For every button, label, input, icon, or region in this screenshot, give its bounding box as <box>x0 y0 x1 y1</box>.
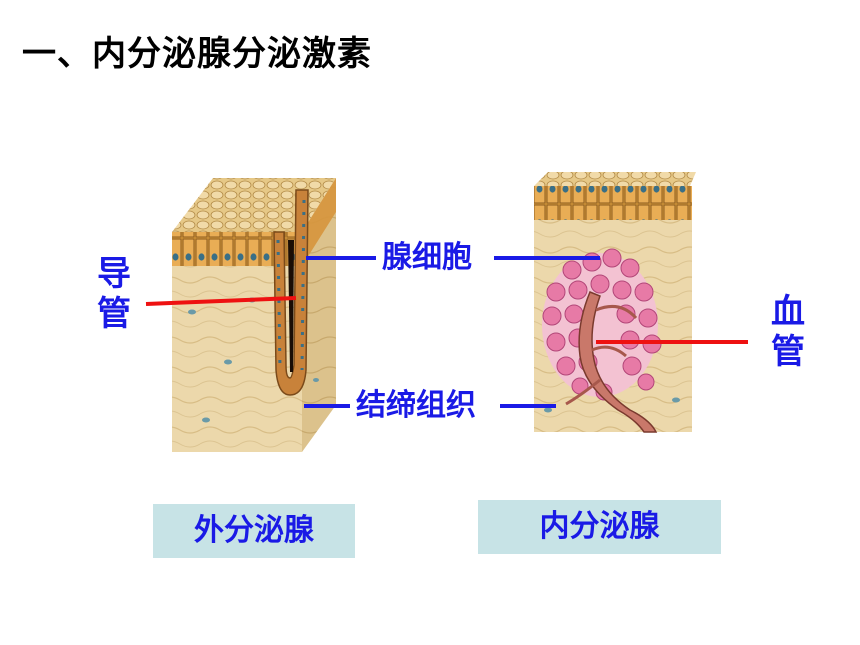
blood-vessel-label-char: 血 <box>771 292 805 332</box>
exocrine-gland-illustration <box>172 178 336 452</box>
exocrine-gland-tube <box>273 189 309 396</box>
exocrine-gland-cells <box>276 199 306 371</box>
endocrine-epithelium <box>534 186 692 220</box>
endocrine-top-surface <box>534 172 696 186</box>
duct-pointer-line <box>145 296 297 306</box>
blood-vessel-label: 血 管 <box>768 292 808 372</box>
exocrine-side-epithelium <box>302 178 336 266</box>
tissue-nucleus <box>544 407 552 413</box>
tissue-nucleus <box>188 309 196 315</box>
endocrine-caption: 内分泌腺 <box>478 500 721 554</box>
blood-vessel-label-char: 管 <box>771 332 805 372</box>
exocrine-caption: 外分泌腺 <box>153 504 355 558</box>
tissue-nucleus <box>202 417 210 423</box>
connective-tissue-label: 结缔组织 <box>356 388 476 423</box>
endocrine-gland-illustration <box>534 172 696 433</box>
endocrine-blood-vessel <box>578 291 658 433</box>
duct-label-char: 管 <box>97 294 131 334</box>
tissue-nucleus <box>313 378 319 382</box>
endocrine-capillary <box>565 304 638 406</box>
tissue-nucleus <box>672 397 680 403</box>
gland-cell-label: 腺细胞 <box>382 240 472 275</box>
tissue-nucleus <box>224 359 232 365</box>
duct-label: 导 管 <box>94 254 134 334</box>
exocrine-duct-lumen <box>288 240 294 372</box>
duct-label-char: 导 <box>97 254 131 294</box>
page-title: 一、内分泌腺分泌激素 <box>22 34 372 74</box>
